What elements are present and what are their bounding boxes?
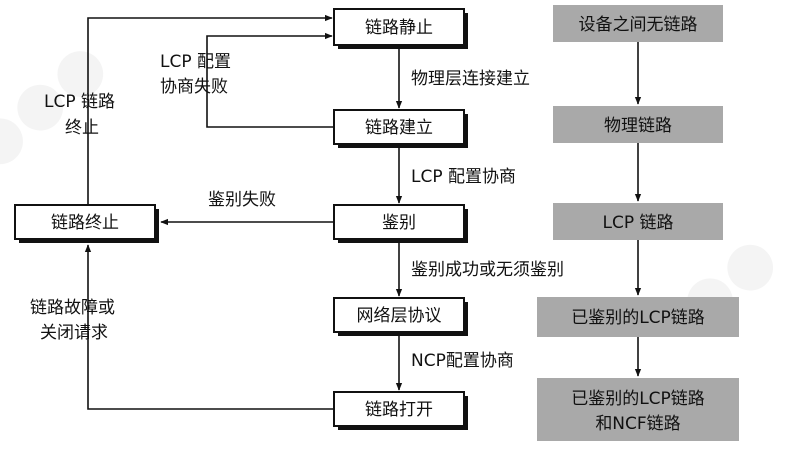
state-link-dead-label: 链路静止 bbox=[365, 18, 433, 38]
stage-auth-lcp-ncf-link: 已鉴别的LCP链路 和NCF链路 bbox=[537, 378, 739, 441]
label-auth-success: 鉴别成功或无须鉴别 bbox=[411, 260, 564, 280]
state-link-terminate: 链路终止 bbox=[14, 204, 159, 243]
stage-auth-lcp-link-label: 已鉴别的LCP链路 bbox=[571, 308, 705, 328]
state-network-layer: 网络层协议 bbox=[333, 297, 468, 336]
label-ncp-negotiate: NCP配置协商 bbox=[411, 351, 514, 371]
label-auth-fail: 鉴别失败 bbox=[208, 190, 276, 210]
state-authenticate: 鉴别 bbox=[333, 204, 468, 243]
state-authenticate-label: 鉴别 bbox=[382, 213, 416, 233]
label-lcp-fail-1: LCP 配置 bbox=[160, 52, 231, 72]
label-physical-connect: 物理层连接建立 bbox=[411, 69, 530, 89]
state-link-terminate-label: 链路终止 bbox=[51, 213, 119, 233]
state-network-layer-label: 网络层协议 bbox=[357, 306, 442, 326]
stage-no-link-label: 设备之间无链路 bbox=[579, 15, 698, 35]
label-lcp-term-1: LCP 链路 bbox=[44, 92, 115, 112]
stage-lcp-link: LCP 链路 bbox=[553, 203, 723, 240]
label-lcp-negotiate: LCP 配置协商 bbox=[411, 167, 516, 187]
arrow-fault-close-loop bbox=[84, 244, 334, 410]
stage-auth-lcp-link: 已鉴别的LCP链路 bbox=[537, 297, 739, 337]
stage-no-link: 设备之间无链路 bbox=[553, 5, 723, 42]
label-fault-2: 关闭请求 bbox=[40, 323, 108, 343]
watermark: ●●● ●● bbox=[0, 27, 790, 342]
state-link-establish: 链路建立 bbox=[333, 109, 468, 148]
stage-lcp-link-label: LCP 链路 bbox=[603, 213, 674, 233]
label-fault-1: 链路故障或 bbox=[30, 298, 115, 318]
state-link-establish-label: 链路建立 bbox=[365, 118, 433, 138]
stage-auth-lcp-ncf-label-1: 已鉴别的LCP链路 bbox=[571, 389, 705, 409]
state-link-open-label: 链路打开 bbox=[365, 400, 433, 420]
state-link-dead: 链路静止 bbox=[333, 8, 468, 49]
label-lcp-fail-2: 协商失败 bbox=[160, 77, 228, 97]
arrow-lcp-fail-loop bbox=[206, 32, 334, 128]
stage-auth-lcp-ncf-label-2: 和NCF链路 bbox=[595, 414, 680, 434]
arrow-lcp-terminate-loop bbox=[87, 14, 333, 205]
stage-physical-link: 物理链路 bbox=[553, 106, 723, 143]
label-lcp-term-2: 终止 bbox=[65, 118, 99, 138]
stage-physical-link-label: 物理链路 bbox=[604, 116, 672, 136]
state-link-open: 链路打开 bbox=[333, 391, 468, 430]
